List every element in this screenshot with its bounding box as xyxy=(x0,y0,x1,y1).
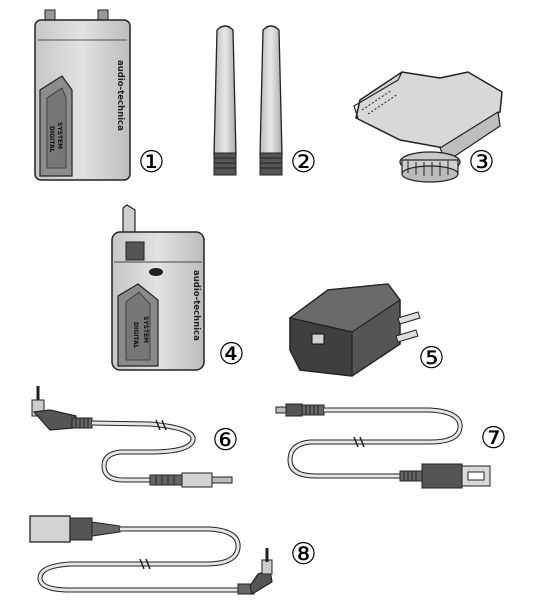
transmitter-system-label: SYSTEM xyxy=(142,316,149,343)
transmitter-digital-label: DIGITAL xyxy=(132,322,139,349)
transmitter-brand-text: audio-technica xyxy=(191,270,201,341)
transmitter-unit: SYSTEM DIGITAL audio-technica xyxy=(111,204,205,371)
antennas xyxy=(213,25,283,176)
item-number-2: ② xyxy=(290,145,317,180)
item-number-6: ⑥ xyxy=(212,423,239,458)
item-number-5: ⑤ xyxy=(418,341,445,376)
item-number-7: ⑦ xyxy=(480,421,507,456)
receiver-unit: SYSTEM DIGITAL audio-technica xyxy=(34,9,131,181)
item-number-1: ① xyxy=(138,145,165,180)
ac-adapter xyxy=(288,283,421,377)
receiver-system-label: SYSTEM xyxy=(56,122,63,149)
camera-shoe-mount xyxy=(353,71,503,183)
item-number-3: ③ xyxy=(468,145,495,180)
receiver-brand-text: audio-technica xyxy=(115,60,125,131)
item-number-8: ⑧ xyxy=(290,537,317,572)
receiver-digital-label: DIGITAL xyxy=(48,126,55,153)
adapter-cable xyxy=(29,515,273,595)
usb-cable xyxy=(275,403,491,489)
item-number-4: ④ xyxy=(218,337,245,372)
cable-3-5mm-right-angle xyxy=(31,386,233,488)
